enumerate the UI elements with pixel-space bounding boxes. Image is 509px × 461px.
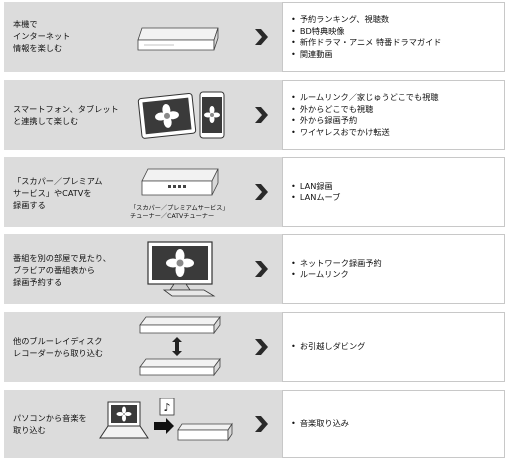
row-label: 他のブルーレイディスク レコーダーから取り込む	[13, 336, 104, 358]
feature-list: ルームリンク／家じゅうどこでも視聴 外からどこでも視聴 外から録画予約 ワイヤレ…	[291, 92, 439, 138]
list-item: 音楽取り込み	[291, 418, 349, 430]
list-item: 関連動画	[291, 49, 441, 61]
feature-row-other-recorder: 他のブルーレイディスク レコーダーから取り込む お引越しダビング	[4, 312, 505, 382]
list-item: LAN録画	[291, 181, 340, 193]
list-item: ルームリンク	[291, 269, 382, 281]
tablet-smartphone-illustration	[137, 91, 225, 139]
svg-text:♪: ♪	[164, 401, 171, 414]
tv-illustration	[147, 241, 216, 297]
list-item: 新作ドラマ・アニメ 特番ドラマガイド	[291, 37, 442, 49]
tuner-box-illustration	[141, 168, 219, 196]
list-item: ルームリンク／家じゅうどこでも視聴	[291, 92, 439, 104]
row-label: 「スカパー／プレミアム サービス」やCATVを 録画する	[13, 176, 103, 210]
list-item: 外から録画予約	[291, 115, 439, 127]
feature-row-internet: 本機で インターネット 情報を楽しむ 予約ランキング、視聴数 BD特典映像 新作…	[4, 2, 505, 72]
recorder-transfer-illustration	[139, 315, 221, 377]
feature-row-bravia: 番組を別の部屋で見たり、 ブラビアの番組表から 録画予約する ネットワーク録画予…	[4, 234, 505, 304]
list-item: ネットワーク録画予約	[291, 258, 382, 270]
feature-row-catv: 「スカパー／プレミアム サービス」やCATVを 録画する 「スカパー／プレミアム…	[4, 157, 505, 227]
bd-recorder-illustration	[137, 27, 219, 51]
row-label: 本機で インターネット 情報を楽しむ	[13, 19, 71, 53]
row-label: 番組を別の部屋で見たり、 ブラビアの番組表から 録画予約する	[13, 253, 111, 287]
list-item: BD特典映像	[291, 26, 441, 38]
feature-list: LAN録画 LANムーブ	[291, 181, 341, 204]
feature-row-smartphone: スマートフォン、タブレット と連携して楽しむ	[4, 80, 505, 150]
feature-list: 音楽取り込み	[291, 418, 349, 430]
feature-list: お引越しダビング	[291, 341, 366, 353]
feature-list: ネットワーク録画予約 ルームリンク	[291, 258, 382, 281]
chevron-right-icon	[255, 107, 268, 123]
row-label: パソコンから音楽を 取り込む	[13, 413, 87, 435]
chevron-right-icon	[255, 416, 268, 432]
chevron-right-icon	[255, 184, 268, 200]
chevron-right-icon	[255, 261, 268, 277]
chevron-right-icon	[255, 29, 268, 45]
pc-to-recorder-illustration: ♪	[99, 398, 233, 442]
list-item: 予約ランキング、視聴数	[291, 14, 441, 26]
tuner-caption: 「スカパー／プレミアムサービス」 チューナー／CATVチューナー	[130, 205, 229, 220]
list-item: LANムーブ	[291, 192, 341, 204]
list-item: ワイヤレスおでかけ転送	[291, 127, 439, 139]
feature-list: 予約ランキング、視聴数 BD特典映像 新作ドラマ・アニメ 特番ドラマガイド 関連…	[291, 14, 442, 61]
list-item: 外からどこでも視聴	[291, 104, 439, 116]
list-item: お引越しダビング	[291, 341, 366, 353]
row-label: スマートフォン、タブレット と連携して楽しむ	[13, 104, 119, 126]
chevron-right-icon	[255, 339, 268, 355]
feature-row-pc-music: パソコンから音楽を 取り込む ♪ 音楽取り込み	[4, 390, 505, 458]
